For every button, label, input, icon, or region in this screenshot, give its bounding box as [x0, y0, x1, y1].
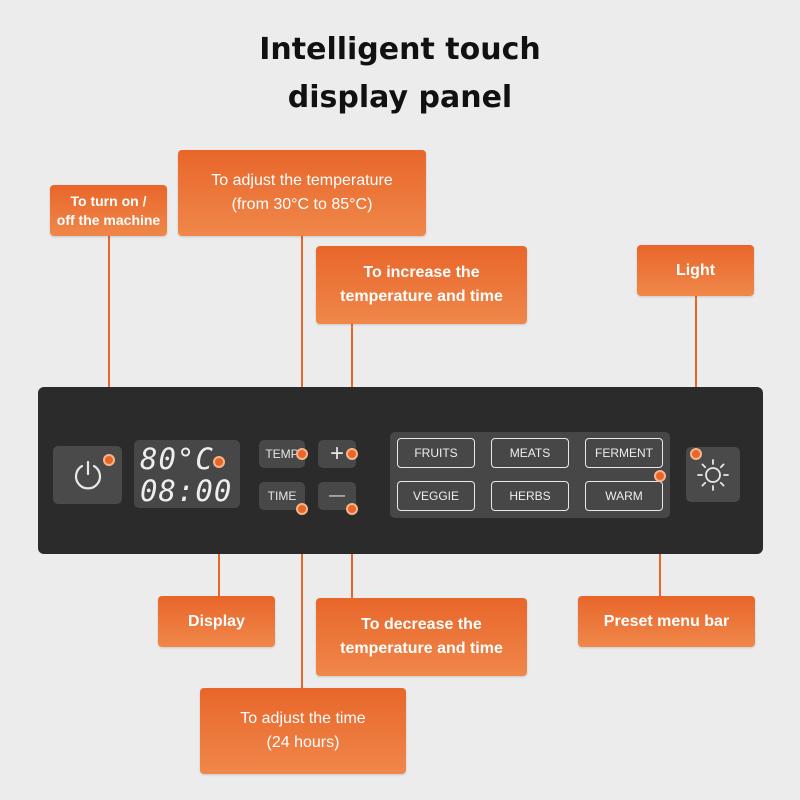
- dot-time: [296, 503, 308, 515]
- connector-time: [301, 508, 303, 688]
- menu-button-meats[interactable]: MEATS: [491, 438, 569, 468]
- dot-minus: [346, 503, 358, 515]
- callout-power: To turn on / off the machine: [50, 185, 167, 236]
- connector-light: [695, 296, 697, 454]
- time-button-label: TIME: [267, 489, 297, 503]
- sun-icon: [697, 458, 729, 491]
- menu-button-veggie[interactable]: VEGGIE: [397, 481, 475, 511]
- dot-light: [690, 448, 702, 460]
- display-time: 08:00: [140, 474, 233, 508]
- menu-label: VEGGIE: [412, 489, 459, 503]
- dot-display: [213, 456, 225, 468]
- menu-button-fruits[interactable]: FRUITS: [397, 438, 475, 468]
- menu-label: FERMENT: [595, 446, 653, 460]
- menu-button-ferment[interactable]: FERMENT: [585, 438, 663, 468]
- dot-plus: [346, 448, 358, 460]
- preset-menu-bar: [390, 432, 670, 518]
- dot-menu: [654, 470, 666, 482]
- menu-label: MEATS: [509, 446, 551, 460]
- menu-label: HERBS: [509, 489, 551, 503]
- menu-label: WARM: [605, 489, 643, 503]
- callout-time: To adjust the time (24 hours): [200, 688, 406, 774]
- callout-increase: To increase the temperature and time: [316, 246, 527, 324]
- display-temperature: 80°C: [140, 442, 214, 476]
- callout-menu: Preset menu bar: [578, 596, 755, 647]
- temp-button-label: TEMP: [265, 447, 299, 461]
- menu-button-herbs[interactable]: HERBS: [491, 481, 569, 511]
- minus-icon: —: [329, 487, 345, 504]
- title-line-2: display panel: [287, 80, 513, 115]
- plus-button[interactable]: +: [318, 440, 356, 468]
- power-icon: [74, 460, 101, 490]
- title-line-1: Intelligent touch: [259, 32, 541, 67]
- plus-icon: +: [329, 440, 344, 467]
- led-display: 80°C 08:00: [134, 440, 240, 508]
- menu-label: FRUITS: [414, 446, 458, 460]
- connector-temp: [301, 236, 303, 454]
- page-title: Intelligent touch display panel: [0, 26, 800, 122]
- connector-power: [108, 236, 110, 460]
- menu-button-warm[interactable]: WARM: [585, 481, 663, 511]
- dot-power: [103, 454, 115, 466]
- callout-temp: To adjust the temperature (from 30°C to …: [178, 150, 426, 236]
- callout-decrease: To decrease the temperature and time: [316, 598, 527, 676]
- dot-temp: [296, 448, 308, 460]
- callout-light: Light: [637, 245, 754, 296]
- callout-display: Display: [158, 596, 275, 647]
